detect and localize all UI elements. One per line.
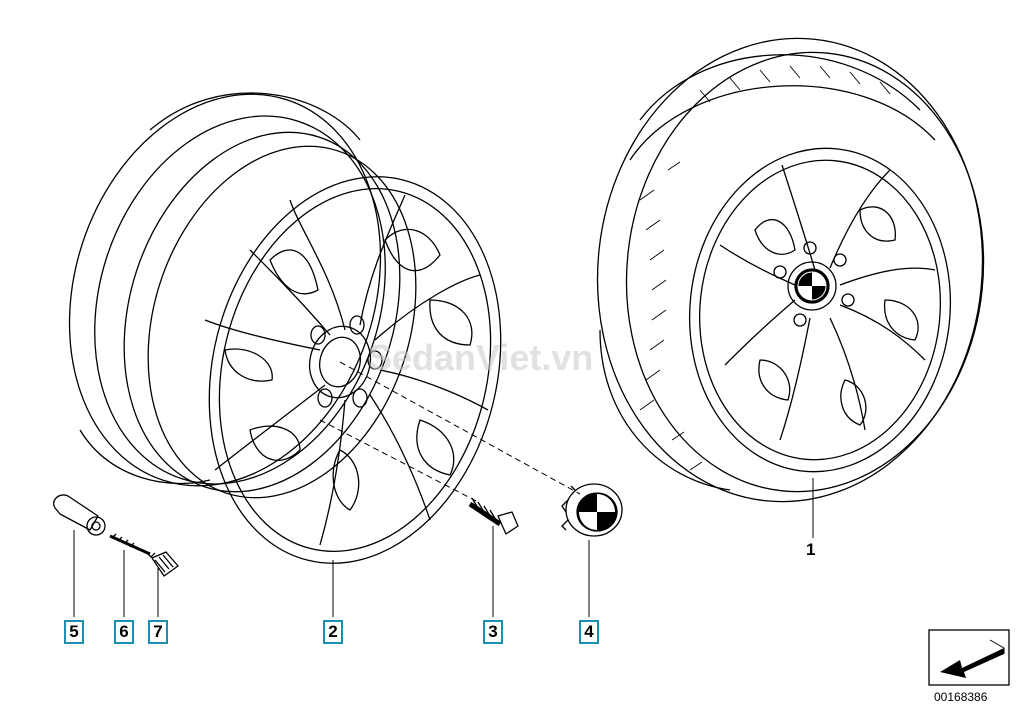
tyre-tread [639,65,891,471]
wheel-with-tyre-drawing [596,37,985,503]
callout-6[interactable]: 6 [114,620,134,644]
callout-3[interactable]: 3 [483,620,503,644]
orientation-symbol [928,629,1010,686]
leader-lines [73,478,814,617]
callout-4[interactable]: 4 [579,620,599,644]
callout-1[interactable]: 1 [806,540,816,559]
rim-hub [308,325,372,399]
callout-7[interactable]: 7 [148,620,168,644]
rim-spokes [204,194,489,546]
wheel-spokes [719,164,936,441]
callout-5[interactable]: 5 [64,620,84,644]
valve-parts-drawing [53,494,179,577]
arrow-down-left-icon [940,639,1005,678]
wheel-bolt-drawing [468,497,519,535]
hub-cap-drawing [561,483,623,537]
watermark-text: SedanViet.vn [368,337,594,378]
assembly-lines [319,361,581,503]
alloy-rim-drawing [68,92,502,564]
diagram-number: 00168386 [934,690,988,704]
callout-2[interactable]: 2 [323,620,343,644]
